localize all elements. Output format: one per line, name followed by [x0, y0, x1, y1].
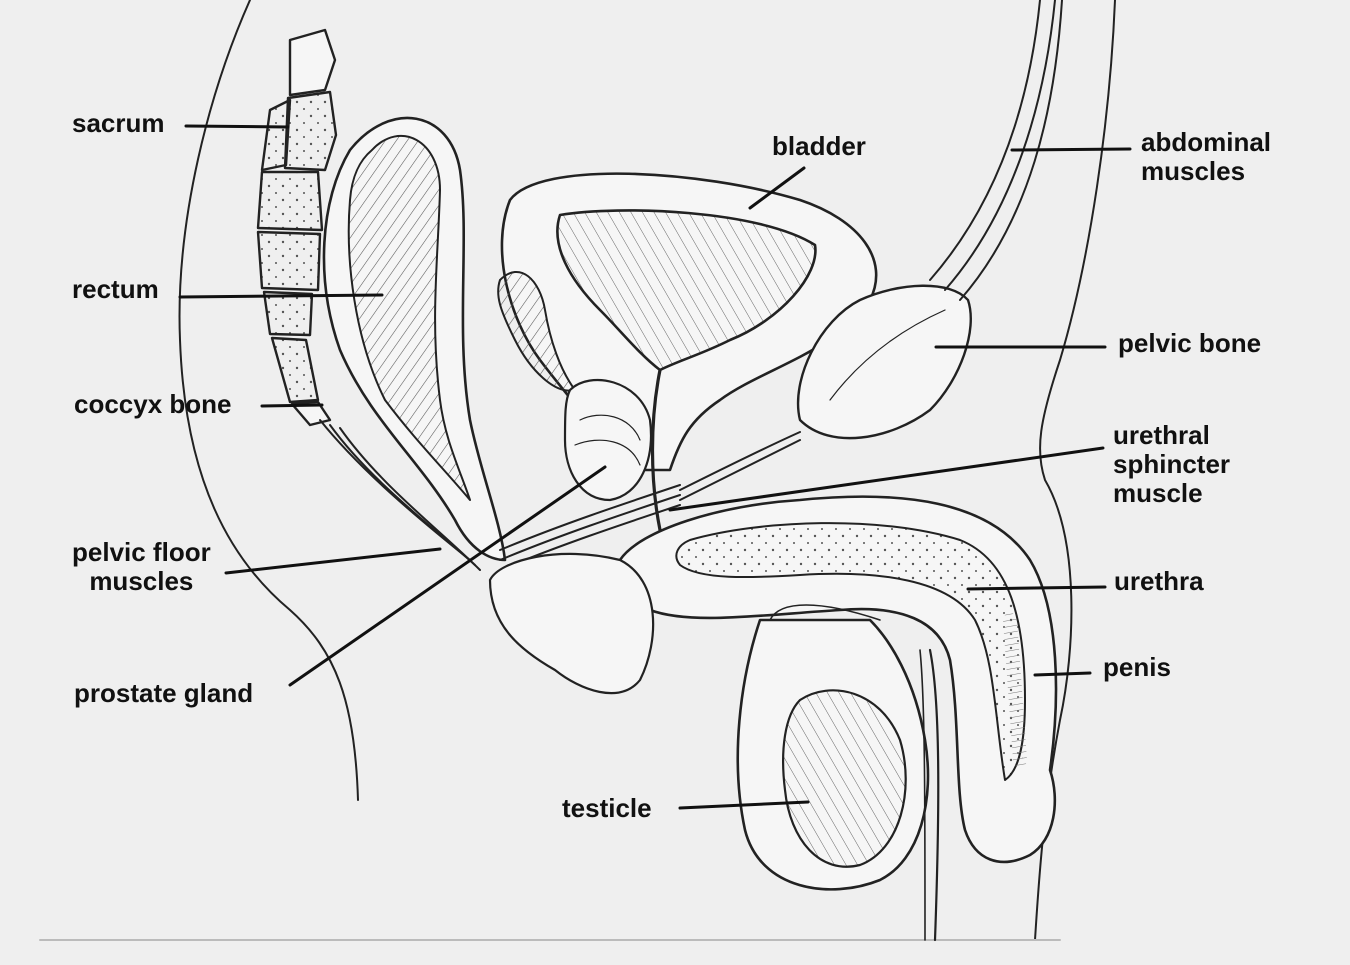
label-prostate-gland: prostate gland — [74, 678, 254, 708]
label-pelvic-floor-muscles-line2: muscles — [89, 566, 194, 596]
penis-inner — [675, 522, 1026, 781]
label-testicle: testicle — [562, 793, 652, 823]
label-bladder: bladder — [772, 131, 866, 161]
leader-bladder — [748, 166, 806, 210]
leader-sacrum — [184, 124, 290, 129]
label-abdominal-muscles: abdominal muscles — [1141, 128, 1271, 186]
leader-prostate-gland — [288, 465, 607, 687]
pelvic-floor-band — [319, 419, 801, 571]
sacrum-shape — [256, 28, 338, 427]
prostate-shape — [563, 378, 652, 502]
leader-lines — [178, 124, 1132, 810]
perineum-shape — [488, 552, 655, 695]
label-abdominal-muscles-line2: muscles — [1141, 156, 1246, 186]
leader-pelvic-floor-muscles — [224, 547, 442, 575]
bladder-inner — [556, 209, 817, 372]
label-pelvic-bone: pelvic bone — [1118, 328, 1262, 358]
leader-rectum — [178, 293, 384, 299]
label-rectum: rectum — [72, 274, 159, 304]
label-abdominal-muscles-line1: abdominal — [1141, 127, 1272, 157]
leader-urethra — [966, 585, 1107, 591]
back-outline — [178, 0, 359, 801]
leader-abdominal-muscles — [1010, 147, 1132, 152]
label-urethral-sphincter-muscle: urethral sphincter muscle — [1113, 421, 1230, 508]
label-pelvic-floor-muscles: pelvic floor muscles — [72, 538, 211, 596]
label-pelvic-floor-muscles-line1: pelvic floor — [72, 537, 211, 567]
label-sacrum: sacrum — [72, 108, 165, 138]
label-coccyx-bone: coccyx bone — [74, 389, 232, 419]
leader-testicle — [678, 800, 810, 810]
testicle-shape — [782, 689, 907, 868]
label-urethral-sphincter-muscle-line3: muscle — [1113, 478, 1203, 508]
label-penis: penis — [1103, 652, 1171, 682]
label-urethral-sphincter-muscle-line2: sphincter — [1113, 449, 1231, 479]
rectum-inner — [347, 134, 471, 501]
leader-coccyx-bone — [260, 403, 324, 408]
abdominal-muscle-band — [929, 0, 1063, 301]
leader-penis — [1033, 671, 1092, 677]
leader-urethral-sphincter-muscle — [668, 446, 1105, 512]
label-urethra: urethra — [1114, 566, 1204, 596]
label-urethral-sphincter-muscle-line1: urethral — [1113, 420, 1210, 450]
pelvic-bone-shape — [796, 284, 972, 440]
